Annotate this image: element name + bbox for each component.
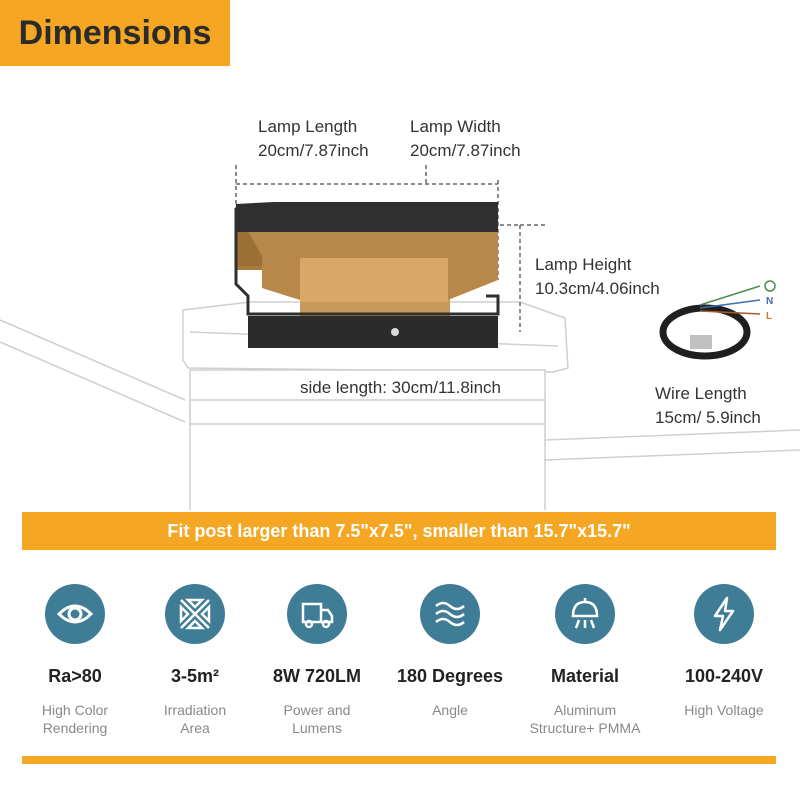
waves-icon	[420, 584, 480, 644]
eye-icon	[45, 584, 105, 644]
page-title: Dimensions	[18, 13, 212, 52]
wire-marker-l: L	[766, 311, 772, 322]
title-banner: Dimensions	[0, 0, 230, 66]
lightning-icon	[694, 584, 754, 644]
lamp-icon	[555, 584, 615, 644]
product-scene: N L Lamp Length 20cm/7.87inch Lamp Width…	[0, 70, 800, 510]
irradiation-icon	[165, 584, 225, 644]
lamp-drawing	[234, 202, 500, 348]
fit-post-text: Fit post larger than 7.5"x7.5", smaller …	[167, 520, 631, 541]
truck-icon	[287, 584, 347, 644]
feature-voltage: 100-240V High Voltage	[654, 584, 794, 719]
railing-lines	[0, 319, 800, 461]
scene-illustration: N L	[0, 165, 800, 510]
lamp-width-label: Lamp Width 20cm/7.87inch	[410, 117, 521, 160]
wire-coil-drawing: N L	[659, 280, 776, 360]
wire-length-label: Wire Length 15cm/ 5.9inch	[655, 384, 761, 427]
feature-angle: 180 Degrees Angle	[380, 584, 520, 719]
side-length-label: side length: 30cm/11.8inch	[300, 378, 501, 397]
fit-post-banner: Fit post larger than 7.5"x7.5", smaller …	[22, 512, 776, 550]
bottom-accent-bar	[22, 756, 776, 764]
wire-marker-n: N	[766, 296, 773, 307]
lamp-height-label: Lamp Height 10.3cm/4.06inch	[535, 255, 660, 298]
lamp-length-label: Lamp Length 20cm/7.87inch	[258, 117, 369, 160]
